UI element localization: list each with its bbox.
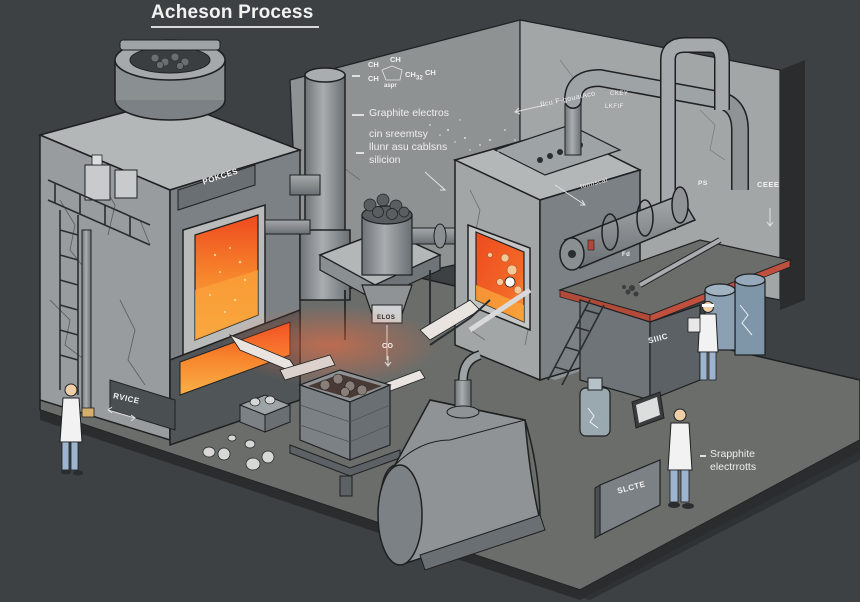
- storage-tank: [377, 350, 546, 571]
- diagram-title: Acheson Process: [151, 2, 314, 23]
- valve-tag-label: Fd: [622, 252, 631, 258]
- label-block-line-1: cin sreemtsy: [369, 128, 428, 140]
- hopper-down-label: CO: [382, 343, 394, 350]
- raised-platform: [547, 237, 793, 401]
- formula-ch-bottom: CH: [368, 74, 379, 83]
- label-graphite-electros: Graphite electros: [369, 107, 449, 119]
- left-furnace: [37, 39, 303, 447]
- label-block-line-2: llunr asu cablsns: [369, 141, 448, 153]
- title-underline: [151, 26, 319, 28]
- worker-right: [631, 391, 694, 509]
- formula-ch3-text: CH: [405, 70, 416, 79]
- formula-ring-icon: [381, 65, 403, 81]
- formula-ch3-sub2: 2: [419, 74, 423, 82]
- formula-pointer: [352, 75, 360, 77]
- formula-ch3-sub: 3: [415, 74, 420, 82]
- wall-small-label: CKEY: [610, 91, 629, 97]
- srapphite-pointer: [700, 455, 706, 457]
- annotation-pointers: [107, 104, 774, 422]
- pipe-tag-label: PS: [698, 180, 708, 187]
- graphite-pointer: [352, 114, 364, 116]
- raw-material-rocks: [202, 394, 292, 471]
- sparks: [429, 119, 516, 153]
- label-srapphite-line-1: Srapphite: [710, 448, 755, 460]
- formula-ch-top: CH: [368, 60, 379, 69]
- label-block-line-3: silicion: [369, 154, 401, 166]
- hopper-tag-label: ELOS: [377, 315, 396, 321]
- brick-crate: [289, 369, 401, 497]
- worker-platform: [687, 301, 719, 381]
- formula-ch-right: CH: [390, 55, 401, 64]
- formula-ch3: CH32: [405, 70, 423, 82]
- label-srapphite-line-2: electrrotts: [710, 461, 757, 473]
- worker-left: [59, 383, 95, 476]
- formula-ch-end: CH: [425, 68, 436, 77]
- floor-sign: [594, 459, 661, 539]
- formula-ring-label: aspr: [384, 83, 397, 89]
- silicon-pointer: [356, 152, 364, 154]
- wall-small-label-2: LKFIF: [605, 104, 624, 110]
- far-right-wall-label: CEEE: [757, 180, 780, 189]
- material-flow-arrows: [228, 287, 532, 394]
- sample-flask: [579, 377, 611, 437]
